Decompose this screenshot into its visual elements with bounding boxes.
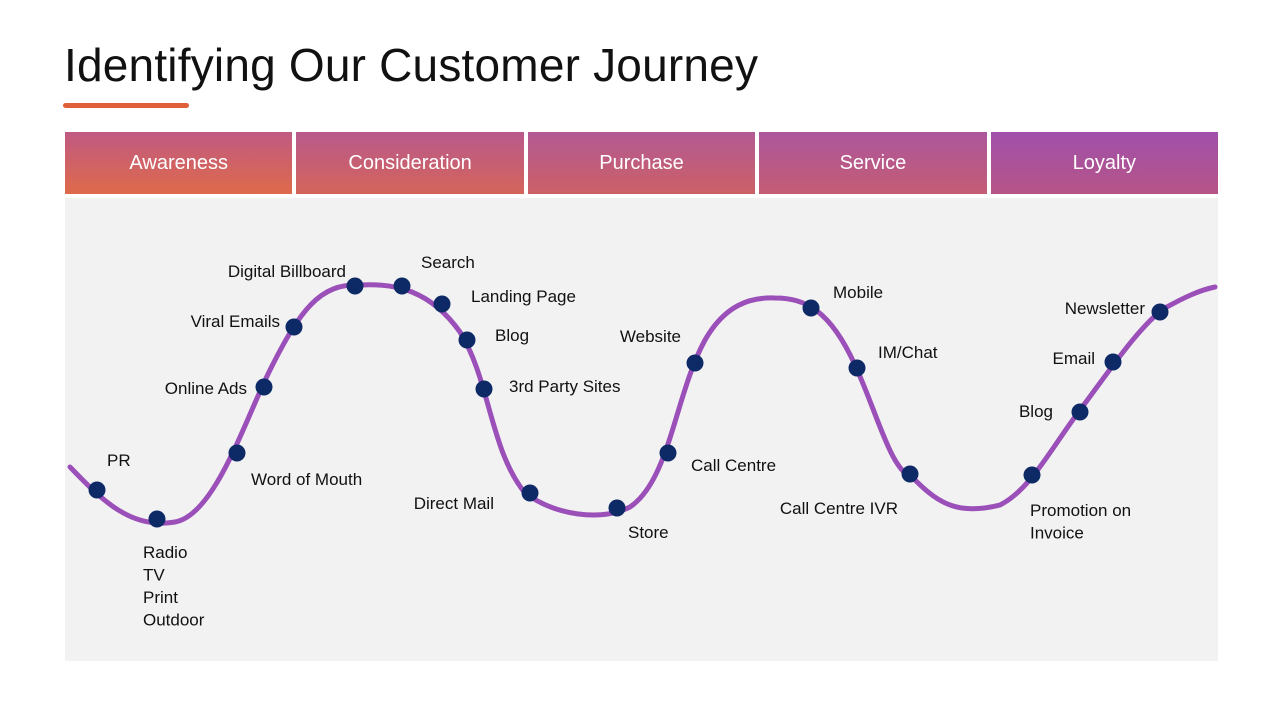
touchpoint-label-line: TV	[143, 566, 165, 585]
stage-purchase: Purchase	[527, 132, 756, 194]
touchpoint-label: IM/Chat	[878, 343, 938, 362]
touchpoint-node	[1071, 403, 1089, 421]
touchpoint-label: Newsletter	[1065, 299, 1146, 318]
stage-awareness: Awareness	[65, 132, 293, 194]
touchpoint-nodes	[88, 277, 1169, 528]
touchpoint-label-line: Website	[620, 327, 681, 346]
touchpoint-label: Direct Mail	[414, 494, 494, 513]
touchpoint-label-line: Direct Mail	[414, 494, 494, 513]
touchpoint-node	[475, 380, 493, 398]
journey-panel	[65, 198, 1218, 661]
touchpoint-node	[1023, 466, 1041, 484]
touchpoint-node	[802, 299, 820, 317]
touchpoint-label-line: Invoice	[1030, 524, 1084, 543]
touchpoint-label-line: Online Ads	[165, 379, 247, 398]
touchpoint-node	[659, 444, 677, 462]
touchpoint-node	[346, 277, 364, 295]
touchpoint-label: Promotion on Invoice	[1030, 501, 1131, 543]
touchpoint-node	[521, 484, 539, 502]
touchpoint-label-line: PR	[107, 451, 131, 470]
touchpoint-label: Blog	[495, 326, 529, 345]
touchpoint-node	[1104, 353, 1122, 371]
touchpoint-node	[458, 331, 476, 349]
touchpoint-label: Online Ads	[165, 379, 247, 398]
touchpoint-label: 3rd Party Sites	[509, 377, 621, 396]
touchpoint-label: Blog	[1019, 402, 1053, 421]
touchpoint-node	[88, 481, 106, 499]
touchpoint-label-line: Newsletter	[1065, 299, 1146, 318]
touchpoint-label-line: Outdoor	[143, 611, 205, 630]
touchpoint-label-line: 3rd Party Sites	[509, 377, 621, 396]
touchpoint-label-line: IM/Chat	[878, 343, 938, 362]
touchpoint-label-line: Landing Page	[471, 287, 576, 306]
touchpoint-label-line: Call Centre	[691, 456, 776, 475]
touchpoint-label-line: Email	[1052, 349, 1095, 368]
stage-consideration: Consideration	[296, 132, 524, 194]
touchpoint-node	[848, 359, 866, 377]
touchpoint-node	[433, 295, 451, 313]
touchpoint-node	[686, 354, 704, 372]
touchpoint-label: Word of Mouth	[251, 470, 362, 489]
touchpoint-label: Call Centre IVR	[780, 499, 898, 518]
touchpoint-label: Store	[628, 523, 669, 542]
touchpoint-label-line: Radio	[143, 543, 187, 562]
stage-service: Service	[759, 132, 987, 194]
touchpoint-label: Mobile	[833, 283, 883, 302]
touchpoint-label-line: Digital Billboard	[228, 262, 346, 281]
touchpoint-node	[255, 378, 273, 396]
touchpoint-node	[1151, 303, 1169, 321]
touchpoint-label: Search	[421, 253, 475, 272]
touchpoint-node	[608, 499, 626, 517]
touchpoint-label-line: Word of Mouth	[251, 470, 362, 489]
touchpoint-label: Email	[1052, 349, 1095, 368]
touchpoint-label: Viral Emails	[191, 312, 280, 331]
touchpoint-label-line: Blog	[1019, 402, 1053, 421]
touchpoint-node	[901, 465, 919, 483]
touchpoint-node	[285, 318, 303, 336]
touchpoint-label: Call Centre	[691, 456, 776, 475]
touchpoint-label: PR	[107, 451, 131, 470]
touchpoint-node	[393, 277, 411, 295]
touchpoint-label: Landing Page	[471, 287, 576, 306]
touchpoint-node	[148, 510, 166, 528]
touchpoint-label-line: Print	[143, 588, 178, 607]
touchpoint-label-line: Blog	[495, 326, 529, 345]
stage-loyalty: Loyalty	[990, 132, 1219, 194]
stage-header-bar: Awareness Consideration Purchase Service…	[65, 132, 1219, 194]
touchpoint-label-line: Search	[421, 253, 475, 272]
touchpoint-node	[228, 444, 246, 462]
touchpoint-label-line: Call Centre IVR	[780, 499, 898, 518]
touchpoint-label-line: Promotion on	[1030, 501, 1131, 520]
touchpoint-label-line: Viral Emails	[191, 312, 280, 331]
touchpoint-label-line: Store	[628, 523, 669, 542]
title-underline	[63, 103, 189, 108]
touchpoint-label-line: Mobile	[833, 283, 883, 302]
touchpoint-label: Digital Billboard	[228, 262, 346, 281]
page-title: Identifying Our Customer Journey	[64, 39, 759, 91]
touchpoint-label: Website	[620, 327, 681, 346]
